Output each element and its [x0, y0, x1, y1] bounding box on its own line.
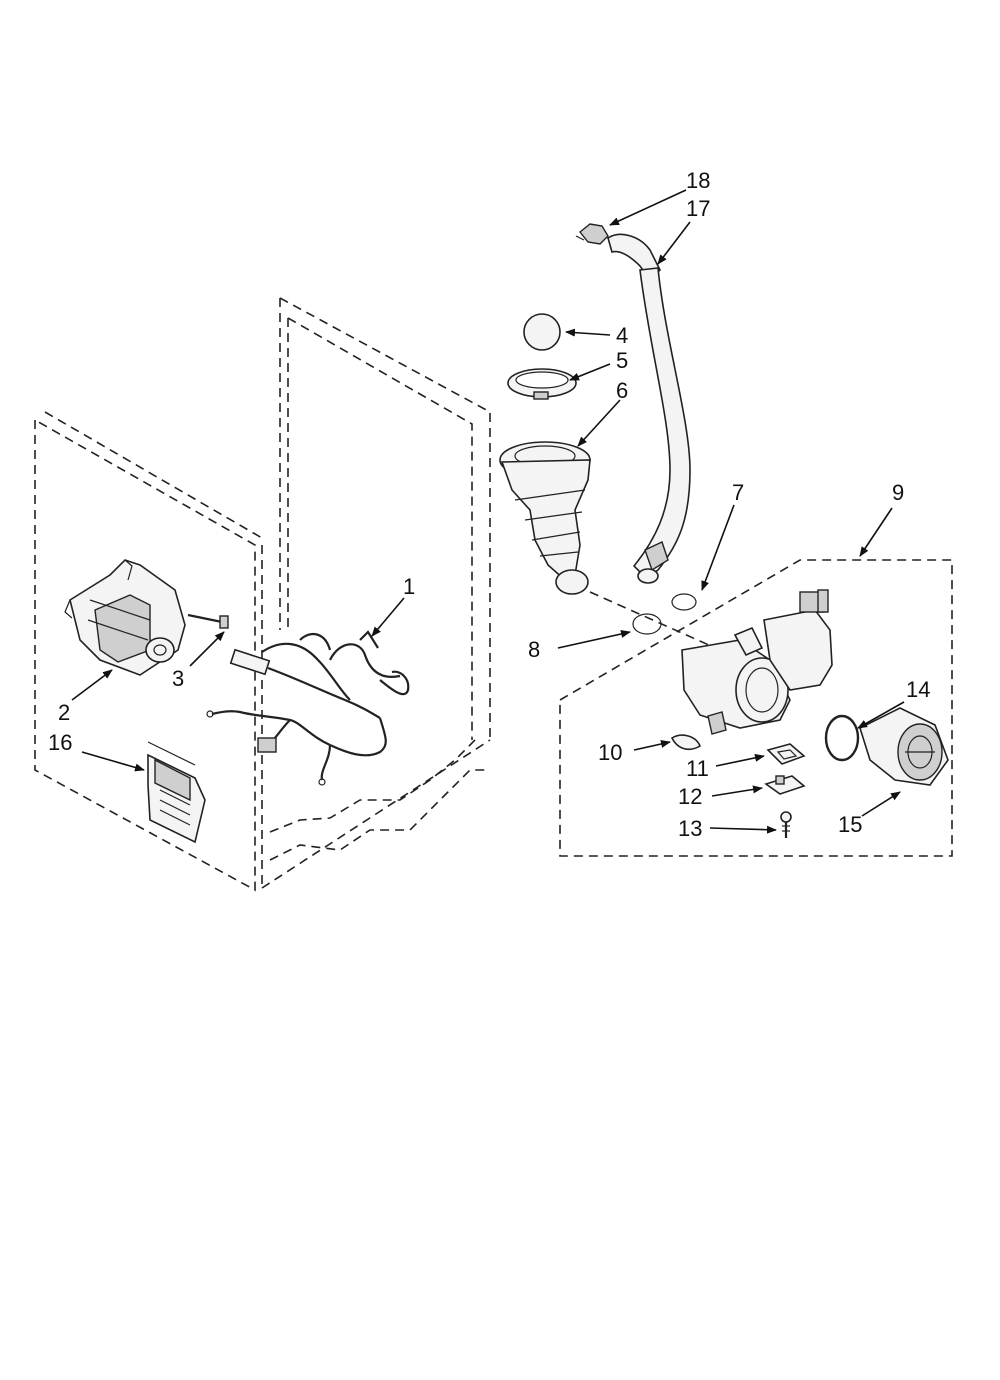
pump-filter[interactable]: [859, 707, 949, 786]
callout-15: 15: [838, 812, 862, 837]
callout-labels: 1 2 3 4 5 6 7 8 9 10 11 12 13 14 15 16 1…: [48, 168, 930, 841]
pump-assembly-box: [559, 559, 953, 857]
drive-motor[interactable]: [64, 559, 186, 676]
motor-bolt[interactable]: [187, 613, 229, 629]
hose-clamp-top[interactable]: [575, 223, 609, 245]
hose-clamp-7[interactable]: [671, 593, 697, 611]
callout-8: 8: [528, 637, 540, 662]
pump-bracket[interactable]: [764, 775, 806, 795]
drain-hose[interactable]: [607, 233, 691, 584]
sump-hose[interactable]: [499, 441, 591, 595]
pump-screw[interactable]: [780, 811, 792, 838]
pump-gasket[interactable]: [766, 743, 806, 765]
callout-2: 2: [58, 700, 70, 725]
leader-lines: [71, 189, 905, 834]
callout-10: 10: [598, 740, 622, 765]
callout-9: 9: [892, 480, 904, 505]
callout-11: 11: [686, 756, 709, 781]
callout-4: 4: [616, 323, 628, 348]
callout-18: 18: [686, 168, 710, 193]
cabinet-frame-left: [34, 411, 263, 892]
callout-13: 13: [678, 816, 702, 841]
check-ball[interactable]: [523, 313, 561, 351]
callout-3: 3: [172, 666, 184, 691]
callout-5: 5: [616, 348, 628, 373]
callout-16: 16: [48, 730, 72, 755]
clamp-ring[interactable]: [507, 368, 577, 400]
callout-7: 7: [732, 480, 744, 505]
drain-pump[interactable]: [681, 589, 833, 735]
wire-harness[interactable]: [206, 630, 410, 786]
callout-12: 12: [678, 784, 702, 809]
cabinet-frame-rear: [261, 297, 491, 889]
callout-1: 1: [403, 574, 415, 599]
filter-o-ring[interactable]: [824, 714, 860, 762]
callout-14: 14: [906, 677, 930, 702]
callout-17: 17: [686, 196, 710, 221]
motor-control-board[interactable]: [147, 741, 206, 844]
pump-clip[interactable]: [670, 734, 701, 751]
callout-6: 6: [616, 378, 628, 403]
